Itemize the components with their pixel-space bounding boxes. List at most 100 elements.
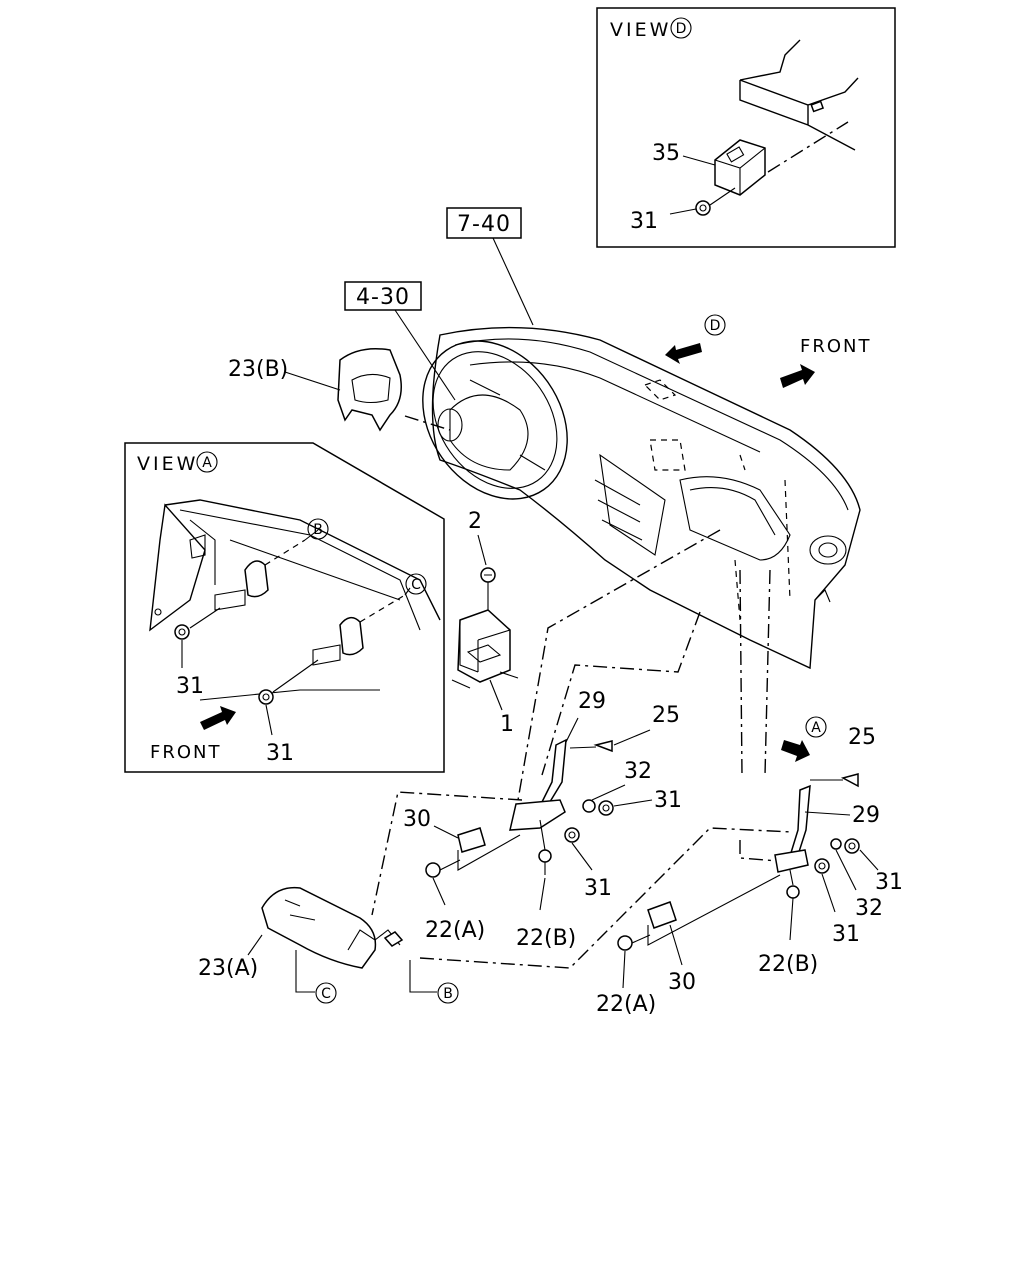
view-a-callout-c: C	[411, 577, 421, 593]
screw-25-right	[840, 773, 859, 788]
leader-1	[489, 679, 503, 711]
leaders-32-31-left	[591, 784, 653, 807]
view-d-stud	[810, 100, 825, 113]
label-25-left: 25	[652, 703, 680, 728]
centerline-23b	[404, 415, 451, 431]
label-31-right-a: 31	[875, 870, 903, 895]
sensor-35-edges	[714, 147, 766, 195]
washer-32-left	[582, 799, 596, 813]
leader-23a	[247, 934, 263, 956]
label-30-left: 30	[403, 807, 431, 832]
view-a-dash-edge	[149, 499, 441, 632]
bolt-22b-right	[786, 885, 800, 899]
marker-a-text: A	[811, 720, 821, 736]
leader-29-left	[565, 717, 579, 743]
module-1-feet	[451, 671, 519, 689]
hub-recess	[437, 408, 463, 442]
marker-c-circle	[315, 982, 337, 1004]
label-23a: 23(A)	[198, 956, 258, 981]
dash-vents	[594, 479, 643, 541]
view-a-line-c	[359, 594, 406, 623]
view-a-vent	[189, 534, 206, 559]
label-32-right: 32	[855, 896, 883, 921]
label-22a-left: 22(A)	[425, 918, 485, 943]
airbag-23a-details	[284, 899, 316, 921]
view-a-b-circle	[307, 518, 329, 540]
label-22b-left: 22(B)	[516, 926, 576, 951]
leader-22b-left	[539, 819, 546, 911]
marker-d-arrow: D	[665, 314, 726, 364]
marker-d-text: D	[710, 318, 721, 334]
leader-35	[682, 155, 716, 166]
label-31-view-a-bottom: 31	[266, 741, 294, 766]
marker-b-text: B	[443, 986, 453, 1002]
bracket-30-left	[457, 827, 486, 853]
view-a-callout-b: B	[313, 522, 323, 538]
left-bracket-group: 29 25 32 31 30 31 22(A) 22(B)	[403, 689, 682, 951]
front-main-label: FRONT	[800, 336, 872, 357]
leader-23b	[284, 371, 341, 391]
label-31-left-b: 31	[584, 876, 612, 901]
nut-31-view-d	[695, 200, 711, 216]
bracket-29-left	[538, 738, 567, 807]
front-main: FRONT	[780, 336, 872, 388]
bracket-29-right	[788, 784, 811, 857]
label-31-view-d: 31	[630, 209, 658, 234]
right-bracket-group: A 25 29 31 32 31 30 22(A) 22(B)	[596, 716, 903, 1017]
washer-32-right	[830, 838, 842, 850]
arrow-d-icon	[665, 343, 702, 364]
bolt-2-shank	[484, 574, 492, 612]
bracket-30-mount	[509, 799, 566, 831]
label-29-left: 29	[578, 689, 606, 714]
sensor-35-connector	[726, 146, 745, 163]
steering-wheel-inner	[432, 351, 558, 489]
view-d-centerline	[767, 121, 849, 173]
nut-31-view-d-hole	[699, 204, 707, 212]
steering-wheel-rim	[422, 340, 568, 500]
label-31-left-a: 31	[654, 788, 682, 813]
leader-31-view-a-bottom	[265, 659, 319, 736]
instrument-panel	[404, 326, 861, 670]
view-d-frame	[596, 7, 896, 248]
marker-c-text: C	[321, 986, 331, 1002]
steering-wheel-hub	[449, 394, 529, 471]
label-30-right: 30	[668, 970, 696, 995]
right-vent-inner	[818, 542, 838, 558]
ref-4-30-text: 4-30	[356, 285, 410, 310]
view-a-inset: VIEW A B C 31 31 FRONT	[124, 442, 445, 773]
bracket-30-right-leg	[647, 874, 781, 946]
dash-top-edge	[454, 338, 849, 511]
leader-b-main	[409, 960, 437, 993]
sensor-module-1: 2 1	[451, 509, 519, 737]
airbag-23b: 23(B)	[228, 348, 402, 432]
leader-31-view-a-top	[181, 607, 221, 668]
bolt-22a-left	[425, 862, 441, 878]
label-22a-right: 22(A)	[596, 992, 656, 1017]
nut-31-right-b	[814, 858, 830, 874]
airbag-23b-emblem	[351, 373, 391, 404]
view-d-inset: VIEW D 35 31	[596, 7, 896, 248]
view-a-bottom-line	[199, 689, 380, 701]
dash-crease	[469, 361, 761, 453]
glovebox-inner	[689, 487, 776, 536]
bracket-30-left-leg	[457, 834, 521, 871]
leader-30-left	[433, 825, 459, 839]
nut-31-view-a-top	[174, 624, 190, 640]
leader-22a-left	[432, 859, 461, 906]
leader-2	[477, 534, 487, 566]
airbag-23b-cover	[337, 348, 402, 432]
leader-25-left	[569, 729, 651, 749]
view-a-hole	[154, 608, 162, 616]
label-22b-right: 22(B)	[758, 952, 818, 977]
front-arrow-icon	[780, 364, 815, 388]
view-a-title: VIEW	[137, 453, 198, 475]
view-a-bracket-upper	[244, 560, 269, 598]
dash-outline	[431, 326, 861, 670]
label-31-view-a-top: 31	[176, 674, 204, 699]
view-a-frame	[124, 442, 445, 773]
label-23b: 23(B)	[228, 357, 288, 382]
leader-29-right	[804, 811, 851, 816]
view-a-marker: A	[202, 455, 212, 471]
label-2: 2	[468, 509, 482, 534]
